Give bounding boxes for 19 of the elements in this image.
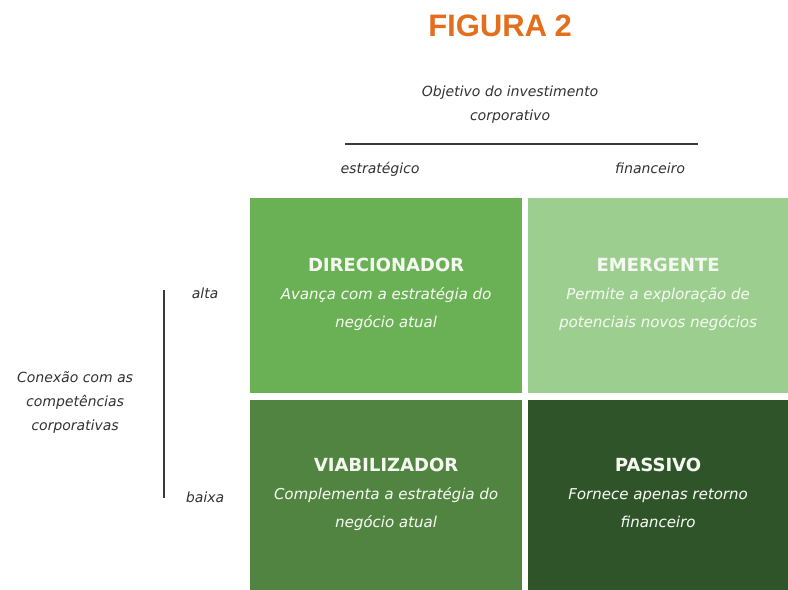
quadrant-box xyxy=(528,400,788,590)
quadrant-axis-title: Objetivo do investimento corporativo xyxy=(420,83,600,126)
quadrant-title: DIRECIONADOR xyxy=(308,255,464,276)
quadrant-box xyxy=(250,400,522,590)
axis-value: alta xyxy=(190,285,220,304)
quadrant-box xyxy=(528,198,788,393)
quadrant-description: Permite a exploração de potenciais novos negócios xyxy=(558,284,758,333)
axis-title: Conexão com as competências corporativas xyxy=(16,369,134,436)
quadrant-title: EMERGENTE xyxy=(596,255,720,276)
axis-value: financeiro xyxy=(614,160,686,179)
quadrant-description: Avança com a estratégia do negócio atual xyxy=(279,284,492,333)
quadrant-description: Complementa a estratégia do negócio atual xyxy=(272,484,500,532)
quadrant-title: PASSIVO xyxy=(614,454,702,476)
quadrant-box xyxy=(250,198,522,393)
quadrant-description: Fornece apenas retorno financeiro xyxy=(567,484,749,532)
axis-value: baixa xyxy=(184,489,226,508)
axis-value: estratégico xyxy=(340,160,420,179)
figure-title: FIGURA 2 xyxy=(427,8,573,44)
quadrant-title: VIABILIZADOR xyxy=(314,454,458,476)
